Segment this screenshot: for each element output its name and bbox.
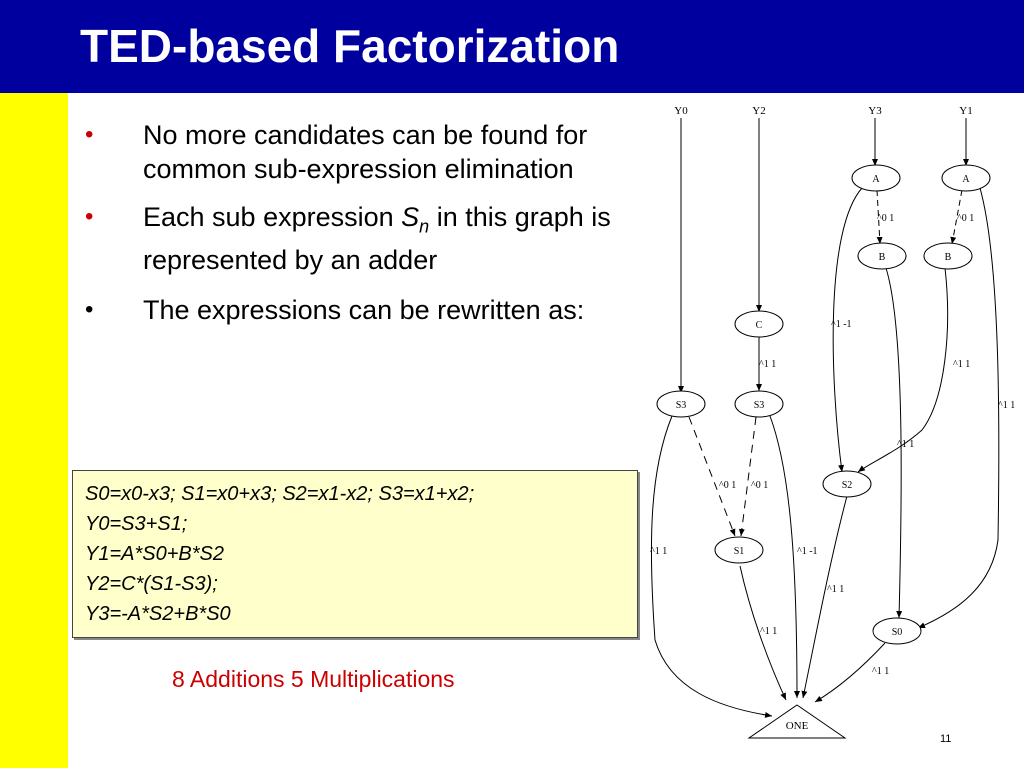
edge-label: ^1 1 — [953, 359, 970, 370]
node-label: B — [879, 252, 886, 263]
edge-label: ^0 1 — [877, 213, 894, 224]
edge — [738, 416, 757, 537]
ted-graph: Y0 Y2 Y3 Y1 A A B B C S3 S3 S2 S1 S0 ONE… — [650, 105, 1015, 739]
edge — [814, 642, 886, 703]
edge-label: ^1 1 — [759, 359, 776, 370]
equation-line: S0=x0-x3; S1=x0+x3; S2=x1-x2; S3=x1+x2; — [85, 483, 475, 505]
bullet-item: • The expressions can be rewritten as: — [85, 291, 665, 329]
left-accent-bar — [0, 93, 68, 768]
root-label: Y0 — [674, 105, 688, 117]
node-label: S2 — [842, 480, 853, 491]
bullet-list: • No more candidates can be found for co… — [85, 118, 665, 343]
edge — [650, 415, 773, 718]
node-ellipse — [923, 242, 973, 270]
node-label: ONE — [786, 720, 809, 732]
node-ellipse — [822, 470, 872, 498]
edge — [739, 565, 787, 701]
node-label: A — [962, 174, 970, 185]
edge-label: ^1 1 — [998, 400, 1015, 411]
operation-count: 8 Additions 5 Multiplications — [172, 666, 455, 692]
edge — [801, 495, 848, 699]
edge-label: ^1 -1 — [797, 546, 818, 557]
equation-line: Y2=C*(S1-S3); — [85, 573, 218, 595]
bullet-icon: • — [85, 203, 94, 230]
equation-line: Y3=-A*S2+B*S0 — [85, 603, 231, 625]
node-ellipse — [851, 164, 901, 192]
node-ellipse — [734, 390, 784, 418]
edge — [832, 187, 863, 473]
node-label: S3 — [676, 400, 687, 411]
node-label: C — [756, 320, 763, 331]
node-label: S1 — [734, 546, 745, 557]
edge-label: ^0 1 — [751, 480, 768, 491]
edge-label: ^1 -1 — [831, 319, 852, 330]
edge-label: ^1 1 — [650, 546, 667, 557]
node-ellipse — [656, 390, 706, 418]
node-ellipse — [857, 242, 907, 270]
root-label: Y1 — [959, 105, 972, 117]
node-ellipse — [734, 310, 784, 338]
edge — [769, 415, 800, 699]
node-ellipse — [941, 164, 991, 192]
page-number: 11 — [940, 733, 952, 745]
node-triangle — [747, 704, 847, 739]
edge-label: ^1 1 — [872, 666, 889, 677]
node-ellipse — [872, 617, 922, 645]
equation-line: Y1=A*S0+B*S2 — [85, 543, 224, 565]
bullet-item: • Each sub expression Sn in this graph i… — [85, 200, 665, 277]
edge — [857, 267, 949, 473]
root-label: Y3 — [868, 105, 882, 117]
bullet-text: No more candidates can be found for comm… — [143, 120, 588, 184]
title-bar — [0, 0, 1024, 93]
edge — [885, 267, 903, 619]
bullet-text-pre: Each sub expression — [143, 202, 402, 232]
equation-box: S0=x0-x3; S1=x0+x3; S2=x1-x2; S3=x1+x2; … — [72, 470, 638, 638]
edge — [950, 189, 963, 245]
bullet-icon: • — [85, 121, 94, 148]
equation-line: Y0=S3+S1; — [85, 513, 188, 535]
edge-label: ^0 1 — [719, 480, 736, 491]
bullet-icon: • — [85, 296, 94, 324]
bullet-text: The expressions can be rewritten as: — [143, 295, 585, 326]
edge-label: ^1 1 — [760, 626, 777, 637]
node-label: A — [872, 174, 880, 185]
edge — [688, 416, 736, 537]
bullet-text-post: in this graph is represented by an adder — [143, 202, 611, 276]
edge — [876, 189, 883, 245]
root-label: Y2 — [752, 105, 765, 117]
bullet-variable: S — [401, 202, 420, 232]
node-label: S0 — [892, 627, 903, 638]
edge — [917, 187, 1000, 629]
bullet-item: • No more candidates can be found for co… — [85, 118, 665, 186]
edge-label: ^1 1 — [827, 584, 844, 595]
edge-label: ^1 1 — [897, 439, 914, 450]
bullet-subscript: n — [419, 216, 430, 237]
node-label: B — [945, 252, 952, 263]
slide-title: TED-based Factorization — [80, 20, 620, 72]
node-ellipse — [714, 536, 764, 564]
edge-label: ^0 1 — [957, 213, 974, 224]
node-label: S3 — [754, 400, 765, 411]
